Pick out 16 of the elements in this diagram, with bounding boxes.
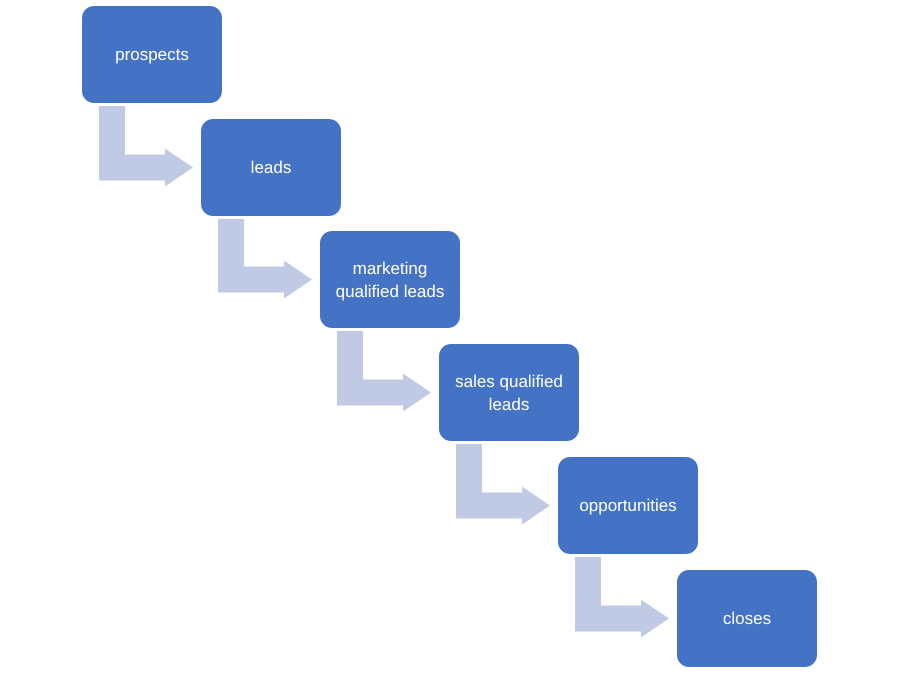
bent-arrow xyxy=(337,331,431,412)
process-box xyxy=(439,344,579,441)
box-label: prospects xyxy=(115,44,189,66)
process-box xyxy=(82,6,222,103)
box-label: leads xyxy=(250,157,292,179)
process-box xyxy=(558,457,698,554)
box-label: opportunities xyxy=(579,495,677,517)
box-label: closes xyxy=(722,608,772,630)
bent-arrow xyxy=(456,444,550,524)
box-label: sales qualified leads xyxy=(454,370,564,416)
bent-arrow xyxy=(99,106,193,186)
process-box xyxy=(201,119,341,216)
bent-arrow xyxy=(218,219,312,298)
process-box xyxy=(320,231,460,328)
process-box xyxy=(677,570,817,667)
box-label: marketing qualified leads xyxy=(334,258,446,302)
